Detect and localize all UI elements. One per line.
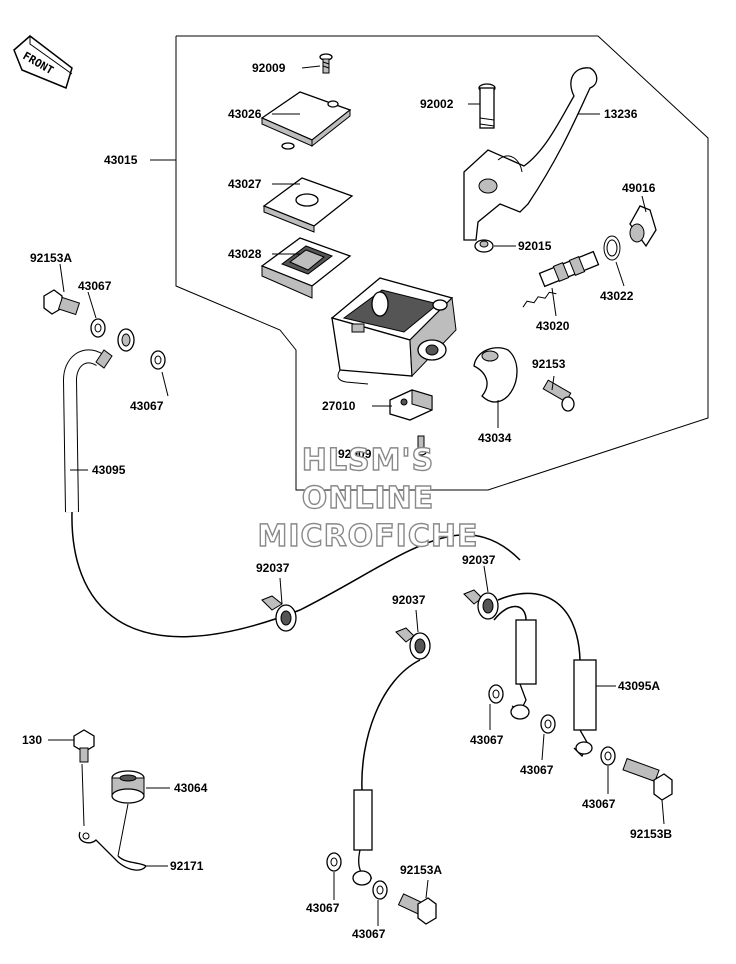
reservoir-cap-43026 <box>260 91 352 150</box>
part-number-43026: 43026 <box>228 107 262 121</box>
bolt-130 <box>73 729 95 763</box>
diaphragm-43028 <box>260 237 352 299</box>
brake-hose-43095A <box>497 592 597 758</box>
screw-92009 <box>319 53 333 74</box>
part-number-13236: 13236 <box>604 107 638 121</box>
grommet-92037-a <box>261 595 297 632</box>
washer-43067-g <box>372 880 388 900</box>
brake-hose-43095 <box>62 328 521 638</box>
part-number-92153: 92153 <box>532 357 566 371</box>
part-number-49016: 49016 <box>622 181 656 195</box>
grommet-92037-c <box>395 627 431 660</box>
part-number-92171: 92171 <box>170 859 204 873</box>
nut-92015 <box>474 239 494 253</box>
part-number-92153B: 92153B <box>630 827 672 841</box>
bolt-92153 <box>542 379 575 412</box>
part-number-43067-top-a: 43067 <box>78 279 112 293</box>
part-number-43095A: 43095A <box>618 679 660 693</box>
front-direction-badge: FRONT <box>13 35 73 90</box>
part-number-43015: 43015 <box>104 153 138 167</box>
part-number-130: 130 <box>22 733 42 747</box>
part-number-43028: 43028 <box>228 247 262 261</box>
part-number-92153A-bottom: 92153A <box>400 863 442 877</box>
washer-43067-f <box>326 852 342 872</box>
part-number-92037-c: 92037 <box>392 593 426 607</box>
part-number-43067-g: 43067 <box>352 927 386 941</box>
banjo-bolt-92153A-top <box>43 289 81 316</box>
dust-boot-49016 <box>629 205 657 248</box>
part-number-92009-switch: 92009 <box>338 447 372 461</box>
clamp-holder-43034 <box>473 347 518 403</box>
brake-hose-lower-middle <box>493 605 537 720</box>
part-number-43067-d: 43067 <box>520 763 554 777</box>
watermark-line-2: ONLINE <box>302 481 435 516</box>
clamp-92171 <box>78 763 147 871</box>
part-number-92015: 92015 <box>518 239 552 253</box>
watermark-line-1: HLSM'S <box>302 443 434 478</box>
part-number-43022: 43022 <box>600 289 634 303</box>
assembly-outline <box>175 35 709 491</box>
washer-43067-e <box>600 746 616 766</box>
part-number-43067-c: 43067 <box>470 733 504 747</box>
leader-lines <box>48 65 665 926</box>
part-number-92009: 92009 <box>252 61 286 75</box>
part-number-43064: 43064 <box>174 781 208 795</box>
circlip-43022 <box>603 235 621 261</box>
washer-43067-top-b <box>150 350 166 370</box>
watermark: HLSM'S ONLINE MICROFICHE <box>257 442 479 554</box>
part-number-43034: 43034 <box>478 431 512 445</box>
part-number-43020: 43020 <box>536 319 570 333</box>
banjo-bolt-92153B <box>622 757 673 801</box>
washer-43067-c <box>488 684 504 704</box>
brake-hose-lower-left <box>352 659 421 886</box>
part-number-27010: 27010 <box>322 399 356 413</box>
part-number-43027: 43027 <box>228 177 262 191</box>
watermark-line-3: MICROFICHE <box>258 519 479 554</box>
part-number-43067-f: 43067 <box>306 901 340 915</box>
brake-lever-13236 <box>463 67 598 241</box>
part-number-92037-a: 92037 <box>256 561 290 575</box>
grommet-92037-b <box>463 589 499 620</box>
part-number-43067-e: 43067 <box>582 797 616 811</box>
plate-43027 <box>262 177 354 233</box>
washer-43067-d <box>540 714 556 734</box>
brake-switch-27010 <box>389 389 433 421</box>
piston-kit-43020 <box>522 250 600 308</box>
part-number-92153A-top: 92153A <box>30 251 72 265</box>
screw-92009-switch <box>415 435 427 456</box>
part-number-43067-top-b: 43067 <box>130 399 164 413</box>
pivot-bolt-92002 <box>478 83 496 129</box>
master-cylinder-body <box>330 277 457 385</box>
banjo-bolt-92153A-bottom <box>397 893 437 925</box>
part-number-labels: 92009 43026 43015 43027 43028 92002 1323… <box>22 61 672 941</box>
washer-43067-top-a <box>90 318 106 338</box>
grommet-43064 <box>111 770 145 804</box>
part-number-92037-b: 92037 <box>462 553 496 567</box>
part-number-92002: 92002 <box>420 97 454 111</box>
part-number-43095: 43095 <box>92 463 126 477</box>
